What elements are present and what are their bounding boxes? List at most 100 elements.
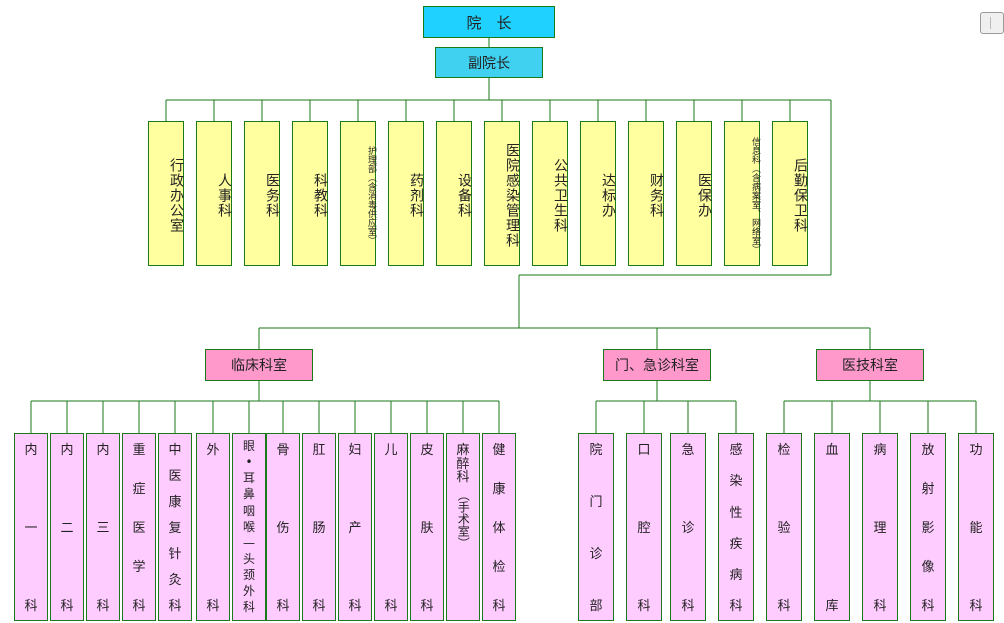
- dept-char: 重: [132, 443, 146, 458]
- dept-char: 科: [637, 599, 651, 615]
- dept-box: 眼•耳鼻咽喉—头颈外科: [232, 433, 266, 621]
- dept-char: 科: [384, 599, 398, 615]
- dept-char: 检: [777, 443, 791, 458]
- dept-char: 针: [168, 547, 182, 563]
- dept-box: 血库: [814, 433, 850, 621]
- dept-char: 门: [589, 495, 603, 511]
- admin-dept-box: 达标办: [580, 121, 616, 266]
- admin-dept-box: 公共卫生科: [532, 121, 568, 266]
- admin-dept-label: 设备科: [456, 173, 472, 218]
- admin-dept-box: 财务科: [628, 121, 664, 266]
- dept-char: 院: [589, 443, 603, 458]
- dept-char: 医: [168, 469, 182, 485]
- president-label: 院 长: [466, 13, 512, 32]
- group-box: 临床科室: [205, 349, 313, 381]
- group-box: 医技科室: [816, 349, 924, 381]
- dept-char: 诊: [681, 521, 695, 537]
- dept-char: 鼻: [242, 487, 255, 502]
- dept-char: 放: [921, 443, 935, 458]
- dept-char: 伤: [276, 521, 290, 537]
- dept-box: 妇产科: [338, 433, 372, 621]
- dept-char: 科: [206, 599, 220, 615]
- admin-dept-label: 达标办: [600, 173, 616, 218]
- dept-char: 射: [921, 482, 935, 498]
- dept-box: 内二科: [50, 433, 84, 621]
- dept-char: 科: [242, 600, 255, 615]
- admin-dept-box: 药剂科: [388, 121, 424, 266]
- dept-char: 产: [348, 521, 362, 537]
- admin-dept-box: 医务科: [244, 121, 280, 266]
- dept-char: 肤: [420, 521, 434, 537]
- vice-president-box: 副院长: [435, 47, 543, 78]
- dept-box: 肛肠科: [302, 433, 336, 621]
- dept-box: 内三科: [86, 433, 120, 621]
- dept-char: 影: [921, 521, 935, 537]
- dept-char: 科: [492, 599, 506, 615]
- dept-char: 感: [729, 443, 743, 458]
- dept-char: 儿: [384, 443, 398, 458]
- dept-char: —: [243, 535, 255, 550]
- dept-char: 功: [969, 443, 983, 458]
- admin-dept-label: 医保办: [696, 173, 712, 218]
- dept-box: 重症医学科: [122, 433, 156, 621]
- dept-char: 复: [168, 521, 182, 537]
- dept-char: 科: [24, 599, 38, 615]
- admin-dept-label: 公共卫生科: [552, 158, 568, 233]
- dept-char: 疾: [729, 536, 743, 552]
- admin-dept-label: 财务科: [648, 173, 664, 218]
- dept-char: 科: [729, 599, 743, 615]
- dept-char: 体: [492, 521, 506, 537]
- dept-char: 皮: [420, 443, 434, 458]
- group-label: 医技科室: [842, 358, 898, 374]
- dept-char: 健: [492, 443, 506, 458]
- dept-char: 科: [168, 599, 182, 615]
- dept-char: 性: [729, 505, 743, 521]
- dept-char: 科: [777, 599, 791, 615]
- dept-char: 科: [132, 599, 146, 615]
- dept-box: 检验科: [766, 433, 802, 621]
- admin-dept-box: 设备科: [436, 121, 472, 266]
- dept-box: 中医康复针灸科: [158, 433, 192, 621]
- dept-char: （手术室）: [456, 488, 471, 549]
- dept-char: 康: [168, 495, 182, 511]
- dept-box: 急诊科: [670, 433, 706, 621]
- group-label: 门、急诊科室: [615, 358, 699, 374]
- dept-char: 骨: [276, 443, 290, 458]
- dept-char: 咽: [242, 503, 255, 518]
- vice-president-label: 副院长: [468, 55, 510, 72]
- dept-char: 病: [729, 568, 743, 584]
- dept-char: 醉: [456, 456, 470, 472]
- dept-char: 医: [132, 521, 146, 537]
- dept-box: 麻醉科（手术室）: [446, 433, 480, 621]
- dept-char: 理: [873, 521, 887, 537]
- dept-char: 能: [969, 521, 983, 537]
- dept-char: 喉: [242, 519, 255, 534]
- dept-box: 功能科: [958, 433, 994, 621]
- admin-dept-box: 护理部（含消毒供应室）: [340, 121, 376, 266]
- dept-char: 腔: [637, 521, 651, 537]
- dept-char: 中: [168, 443, 182, 458]
- dept-char: 三: [96, 521, 110, 537]
- dept-char: 验: [777, 521, 791, 537]
- dept-char: 科: [873, 599, 887, 615]
- dept-char: 库: [825, 599, 839, 615]
- dept-box: 病理科: [862, 433, 898, 621]
- dept-char: 外: [242, 584, 255, 599]
- dept-char: 颈: [242, 568, 255, 583]
- admin-dept-box: 科教科: [292, 121, 328, 266]
- dept-char: 科: [312, 599, 326, 615]
- admin-dept-label: 信息科（含病案室、网络室）: [750, 137, 760, 254]
- admin-dept-label: 医院感染管理科: [504, 143, 520, 248]
- dept-char: 妇: [348, 443, 362, 458]
- admin-dept-box: 后勤保卫科: [772, 121, 808, 266]
- admin-dept-label: 人事科: [216, 173, 232, 218]
- president-box: 院 长: [423, 6, 555, 38]
- dept-char: 一: [24, 521, 38, 537]
- dept-box: 口腔科: [626, 433, 662, 621]
- dept-char: 急: [681, 443, 695, 458]
- admin-dept-label: 科教科: [312, 173, 328, 218]
- scroll-handle[interactable]: [980, 12, 1004, 34]
- dept-char: 检: [492, 560, 506, 576]
- grip-icon: [984, 17, 991, 29]
